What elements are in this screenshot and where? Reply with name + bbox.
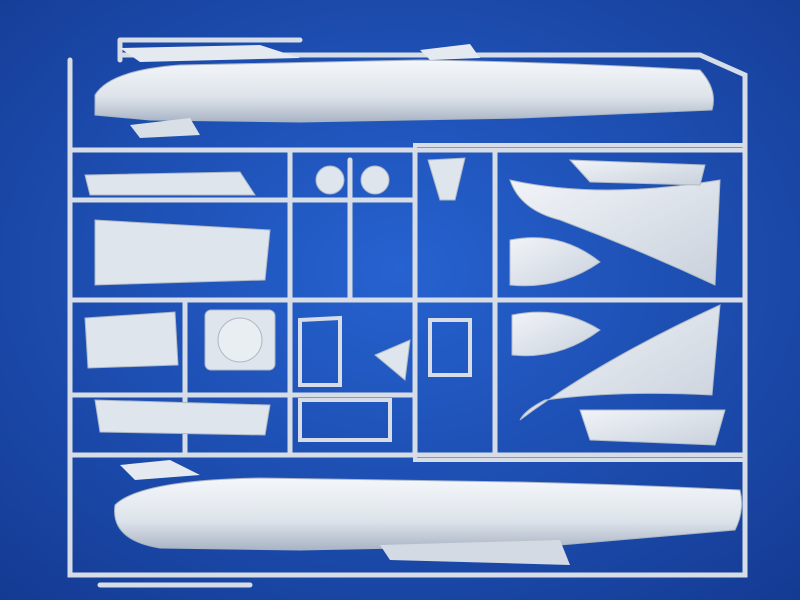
fuselage-half-bottom	[114, 460, 743, 565]
sprue-frame	[67, 37, 748, 588]
fuselage-half-top	[94, 44, 714, 138]
small-parts	[84, 157, 472, 442]
wing-upper-right	[509, 159, 721, 286]
nose-cones	[509, 237, 601, 357]
wing-lower-right	[519, 304, 726, 446]
